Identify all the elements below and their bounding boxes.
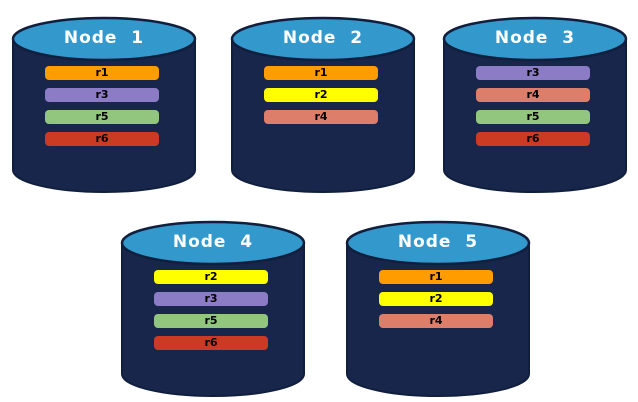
replica-label: r1 [314,66,328,79]
replica-label: r1 [95,66,109,79]
replica-label: r4 [429,314,443,327]
replica-label: r2 [204,270,218,283]
replica-list: r1 r2 r4 [379,270,493,336]
replica-label: r1 [429,270,443,283]
replica-label: r3 [204,292,218,305]
replica-label: r6 [95,132,109,145]
replica-bar-r5: r5 [45,110,159,124]
replica-list: r2 r3 r5 r6 [154,270,268,358]
replica-bar-r2: r2 [154,270,268,284]
replica-bar-r2: r2 [264,88,378,102]
replica-label: r6 [526,132,540,145]
replica-list: r1 r2 r4 [264,66,378,132]
replica-bar-r5: r5 [154,314,268,328]
replica-bar-r4: r4 [379,314,493,328]
replica-label: r5 [95,110,109,123]
replica-label: r5 [526,110,540,123]
replica-label: r4 [314,110,328,123]
replica-label: r2 [429,292,443,305]
replica-bar-r5: r5 [476,110,590,124]
replica-bar-r1: r1 [45,66,159,80]
replica-bar-r2: r2 [379,292,493,306]
replica-bar-r3: r3 [154,292,268,306]
replica-list: r1 r3 r5 r6 [45,66,159,154]
replica-bar-r6: r6 [45,132,159,146]
replica-label: r3 [526,66,540,79]
replica-bar-r4: r4 [476,88,590,102]
replica-bar-r3: r3 [476,66,590,80]
replica-label: r5 [204,314,218,327]
replica-label: r6 [204,336,218,349]
replica-list: r3 r4 r5 r6 [476,66,590,154]
replica-bar-r1: r1 [379,270,493,284]
replica-label: r2 [314,88,328,101]
replica-bar-r3: r3 [45,88,159,102]
replica-bar-r6: r6 [476,132,590,146]
replica-label: r4 [526,88,540,101]
replica-bar-r6: r6 [154,336,268,350]
replica-bar-r4: r4 [264,110,378,124]
replica-bar-r1: r1 [264,66,378,80]
replica-label: r3 [95,88,109,101]
